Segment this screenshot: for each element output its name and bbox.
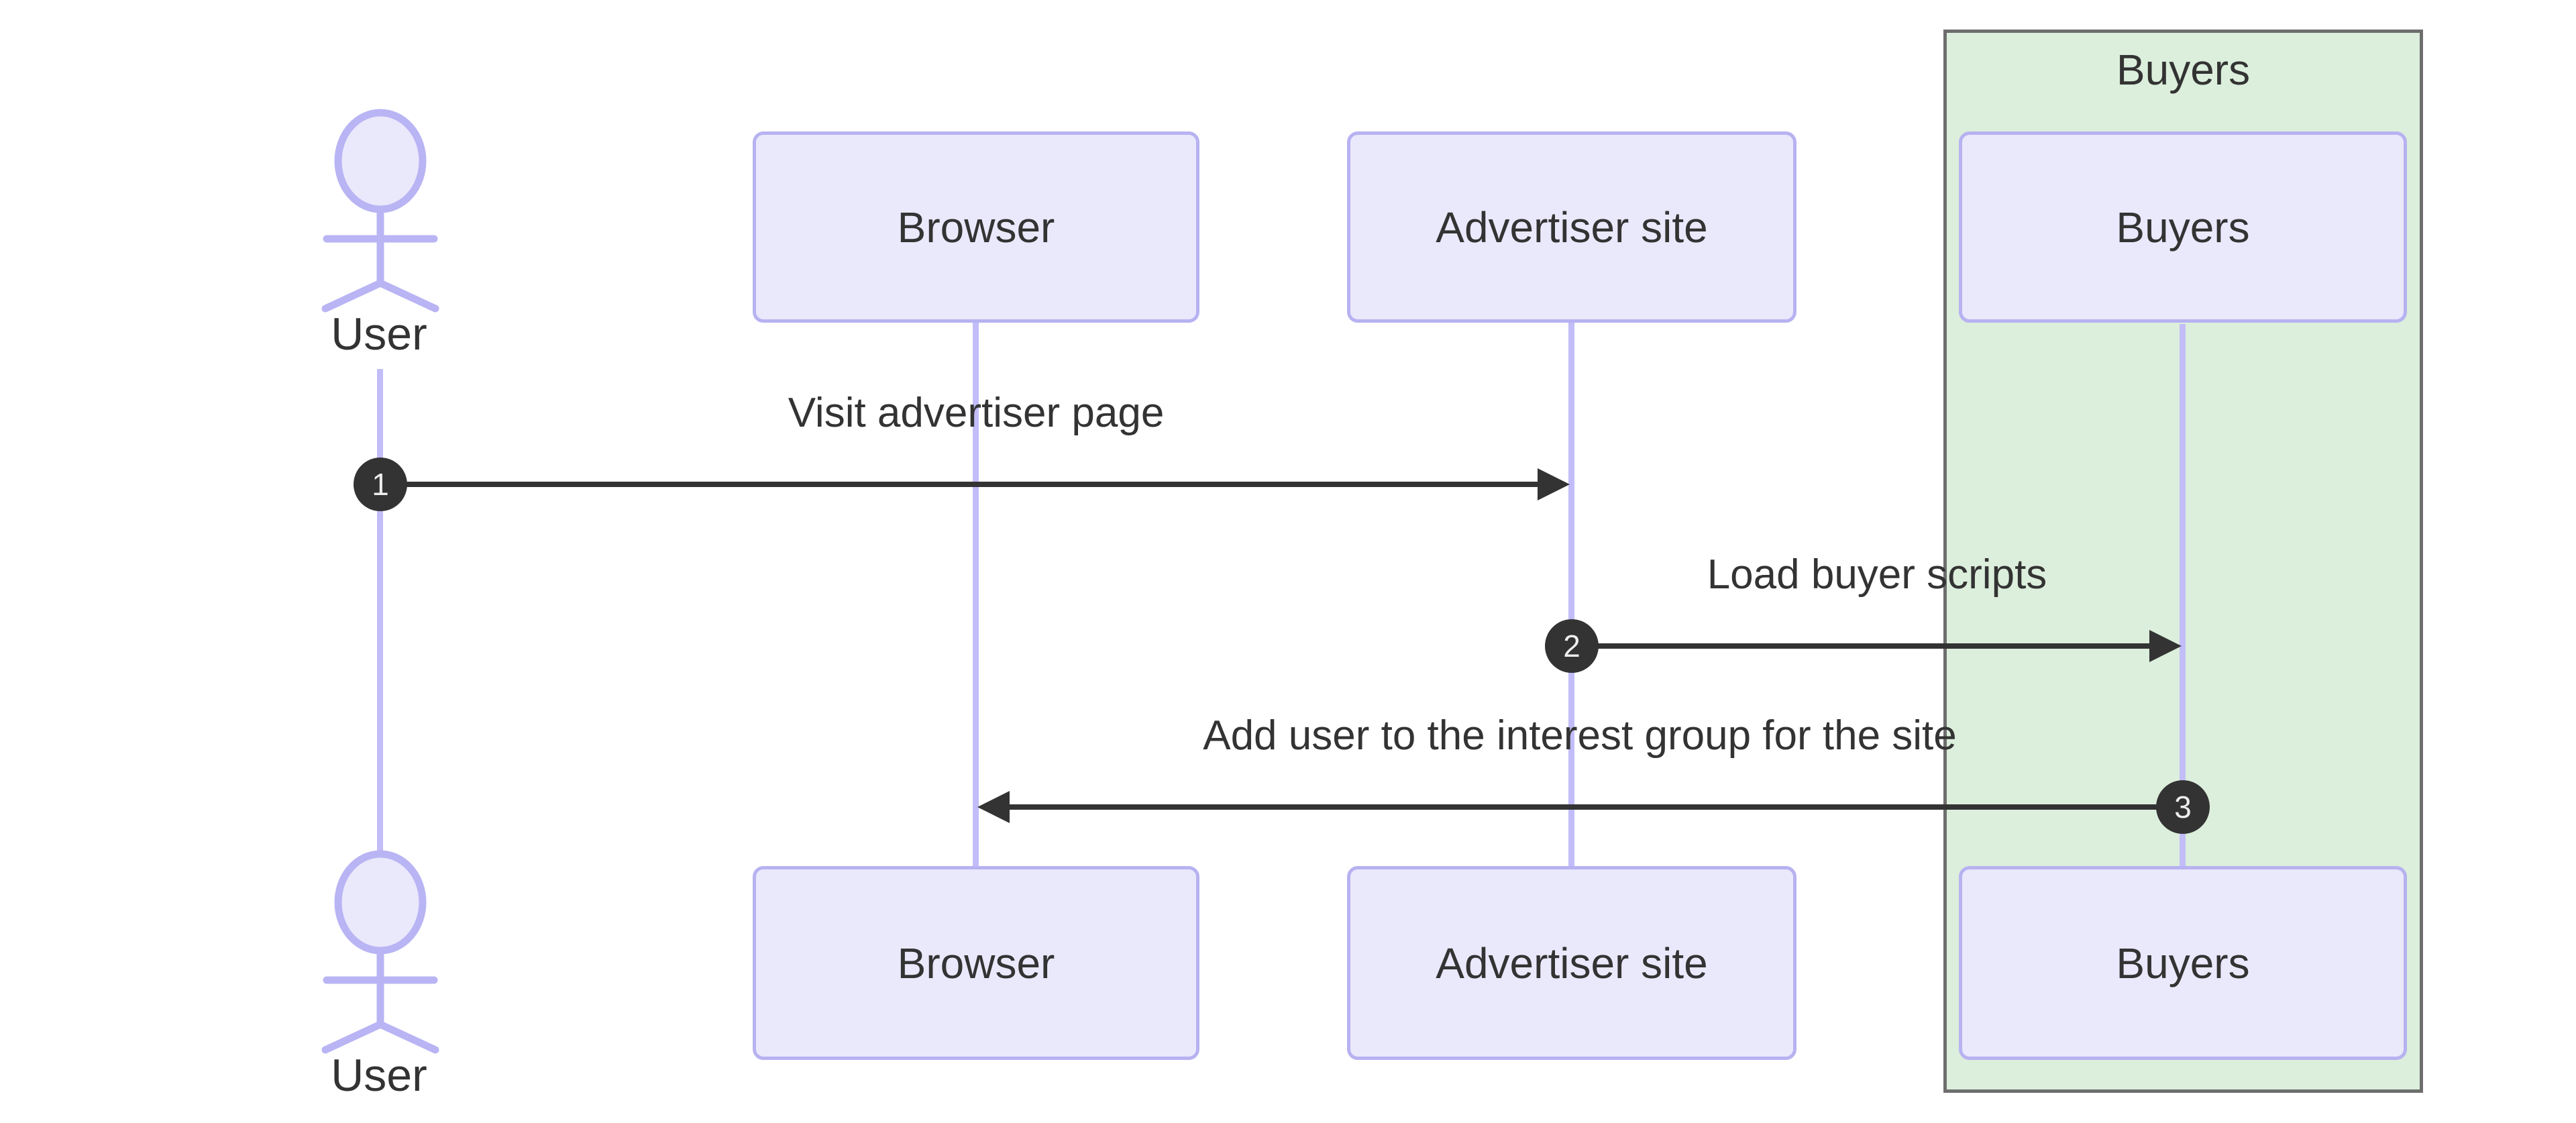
- message-3-line: [1010, 804, 2183, 810]
- user-actor-label-bottom: User: [331, 1050, 427, 1101]
- sequence-number-badge: 2: [1545, 619, 1599, 673]
- participant-box-browser-bottom: Browser: [753, 866, 1199, 1060]
- user-actor-figure-icon: [321, 109, 439, 313]
- user-actor-label-top: User: [331, 309, 427, 360]
- participant-box-advertiser-site-top: Advertiser site: [1347, 131, 1796, 323]
- message-3-label: Add user to the interest group for the s…: [1203, 712, 1957, 759]
- participant-label: Buyers: [2116, 203, 2250, 252]
- buyers-group-label: Buyers: [2116, 46, 2251, 94]
- participant-box-buyers-top: Buyers: [1959, 131, 2407, 323]
- message-2-arrowhead-icon: [2149, 630, 2182, 662]
- participant-label: Advertiser site: [1436, 939, 1708, 987]
- advertiser-site-lifeline: [1568, 323, 1574, 866]
- sequence-number-badge: 1: [354, 458, 407, 511]
- participant-label: Browser: [897, 939, 1055, 987]
- sequence-number-badge: 3: [2156, 780, 2210, 834]
- user-lifeline: [377, 369, 383, 853]
- browser-lifeline: [973, 323, 979, 866]
- participant-box-browser-top: Browser: [753, 131, 1199, 323]
- participant-box-buyers-bottom: Buyers: [1959, 866, 2407, 1060]
- message-1-line: [380, 482, 1538, 487]
- user-actor-figure-icon: [321, 850, 439, 1054]
- message-3-arrowhead-icon: [977, 791, 1010, 823]
- buyers-lifeline: [2180, 324, 2186, 866]
- message-2-line: [1572, 643, 2149, 649]
- participant-label: Advertiser site: [1436, 203, 1708, 252]
- message-2-label: Load buyer scripts: [1707, 551, 2047, 598]
- participant-box-advertiser-site-bottom: Advertiser site: [1347, 866, 1796, 1060]
- message-1-label: Visit advertiser page: [788, 390, 1165, 436]
- participant-label: Buyers: [2116, 939, 2250, 987]
- participant-label: Browser: [897, 203, 1055, 252]
- message-1-arrowhead-icon: [1538, 468, 1570, 500]
